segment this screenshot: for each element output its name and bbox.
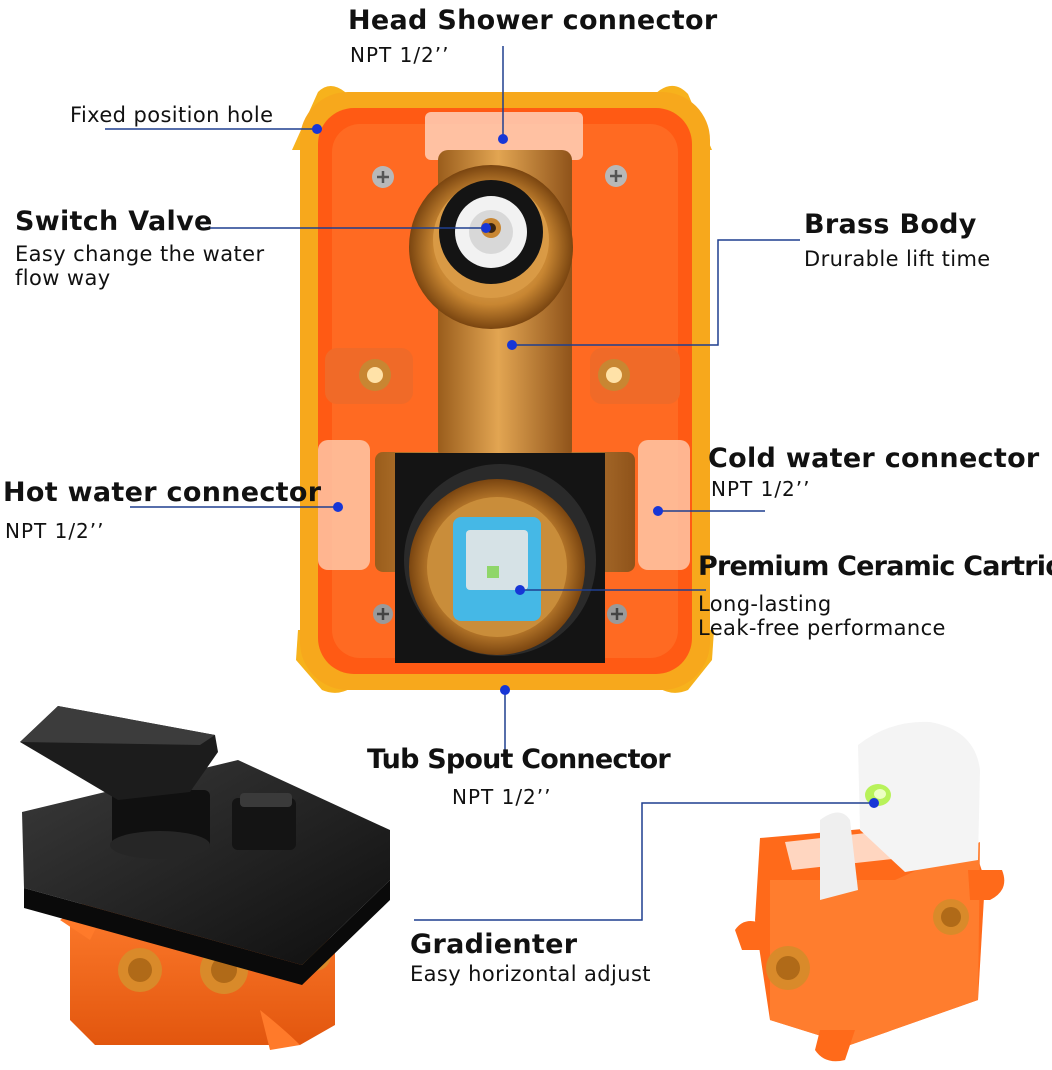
marker-dot <box>500 685 510 695</box>
cold-water-title: Cold water connector <box>708 443 1040 474</box>
switch-valve <box>439 180 543 284</box>
leader-lines <box>105 46 874 921</box>
gradienter-desc: Easy horizontal adjust <box>410 962 651 986</box>
rough-in-box-with-level <box>735 721 1005 1062</box>
tub-spout-spec: NPT 1/2’’ <box>452 785 552 809</box>
rough-in-box <box>292 85 714 693</box>
marker-dot <box>312 124 322 134</box>
marker-dot <box>507 340 517 350</box>
gradienter-title: Gradienter <box>410 929 578 960</box>
marker-dot <box>653 506 663 516</box>
cartridge-desc-2: Leak-free performance <box>698 616 946 640</box>
head-shower-spec: NPT 1/2’’ <box>350 43 450 67</box>
ceramic-cartridge <box>395 453 605 663</box>
head-shower-title: Head Shower connector <box>348 5 718 36</box>
mounting-hole-icon <box>325 348 413 404</box>
marker-dot <box>869 798 879 808</box>
hot-water-spec: NPT 1/2’’ <box>5 519 105 543</box>
mounting-hole-icon <box>590 348 680 404</box>
marker-dot <box>498 134 508 144</box>
marker-dot <box>481 223 491 233</box>
fixed-hole-label: Fixed position hole <box>70 103 274 127</box>
screw-icon <box>605 165 627 187</box>
cartridge-title: Premium Ceramic Cartridge <box>698 551 1052 582</box>
tub-spout-title: Tub Spout Connector <box>367 744 671 775</box>
screw-icon <box>607 604 627 624</box>
screw-icon <box>373 604 393 624</box>
cold-water-spec: NPT 1/2’’ <box>711 477 811 501</box>
brass-body-desc: Drurable lift time <box>804 247 991 271</box>
hot-water-title: Hot water connector <box>3 477 322 508</box>
cartridge-desc-1: Long-lasting <box>698 592 832 616</box>
leader-gradienter <box>414 802 874 921</box>
faucet-trim-kit <box>20 706 390 1050</box>
switch-valve-desc-1: Easy change the water <box>15 242 265 266</box>
screw-icon <box>372 166 394 188</box>
switch-valve-title: Switch Valve <box>15 206 213 237</box>
switch-valve-desc-2: flow way <box>15 266 111 290</box>
leader-markers <box>312 124 879 808</box>
marker-dot <box>515 585 525 595</box>
brass-body-title: Brass Body <box>804 209 977 240</box>
marker-dot <box>333 502 343 512</box>
leader-brass-body <box>512 239 800 346</box>
